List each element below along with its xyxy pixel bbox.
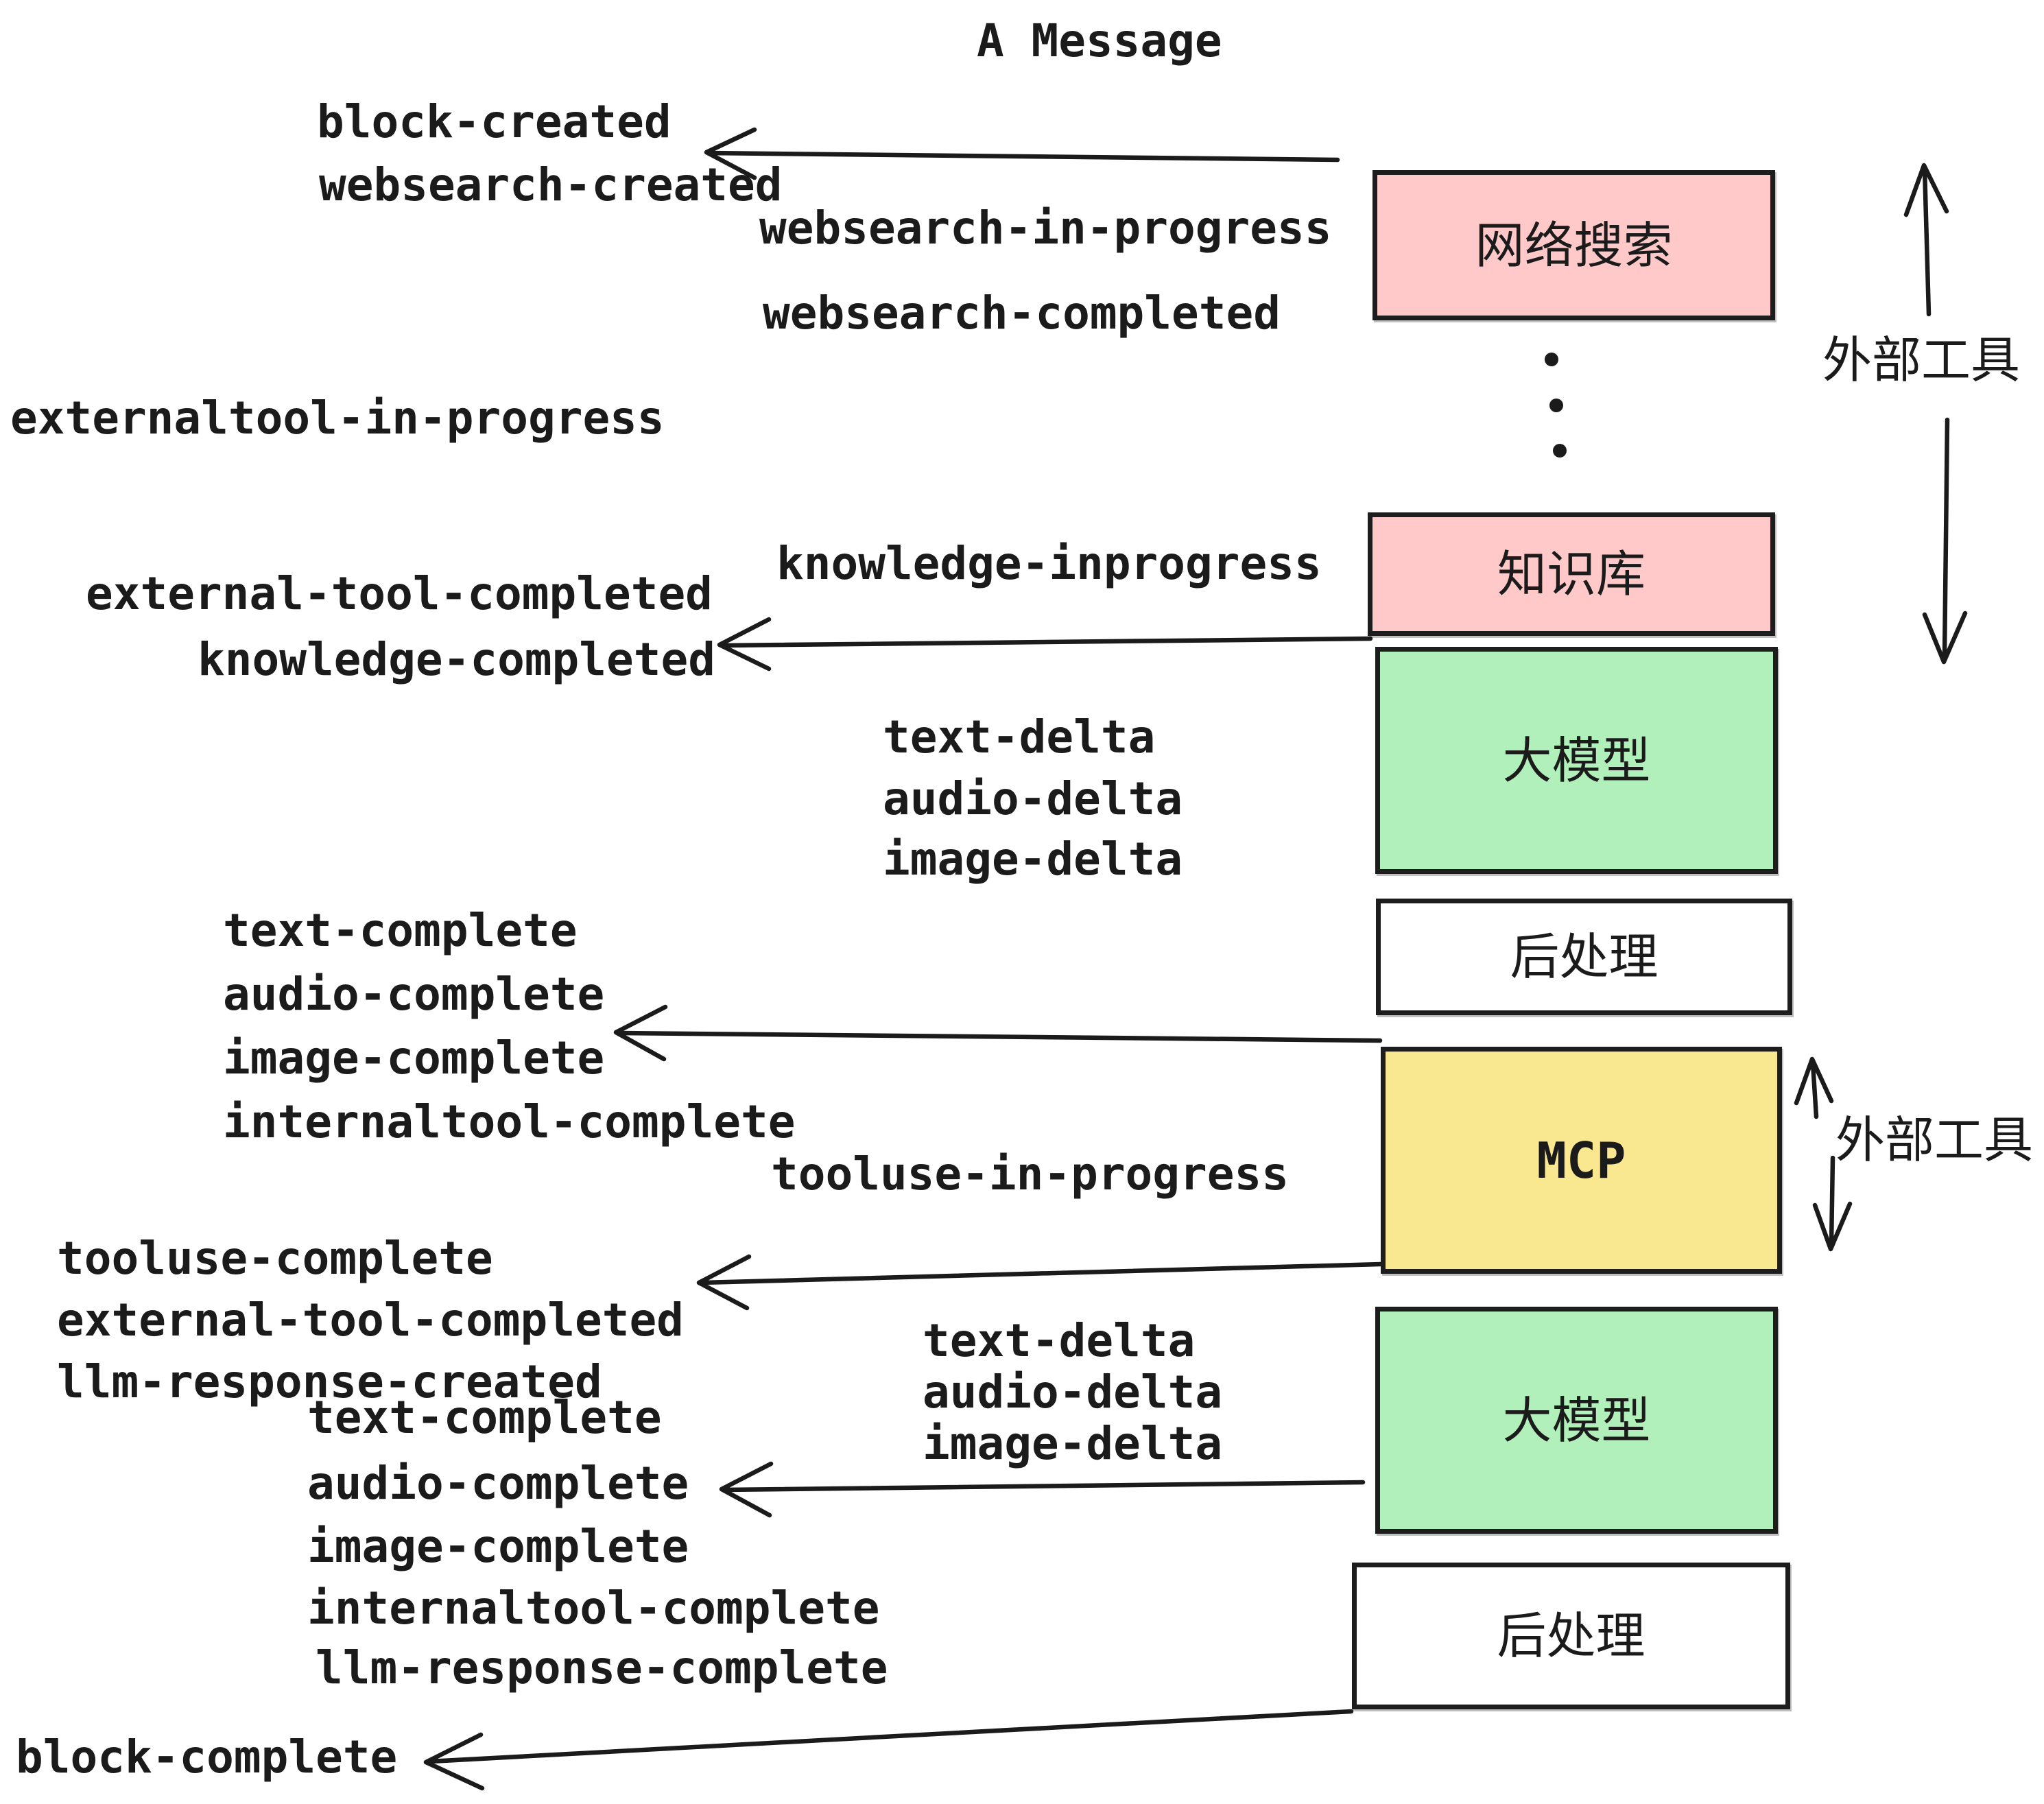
arrow-to-knowledge-completed bbox=[717, 617, 1373, 672]
event-llm-response-complete: llm-response-complete bbox=[316, 1641, 888, 1694]
mcp-box-label: MCP bbox=[1536, 1131, 1626, 1189]
event-text-delta-1: text-delta bbox=[883, 711, 1156, 763]
event-internaltool-complete-1: internaltool-complete bbox=[223, 1095, 796, 1148]
llm-box-2-label: 大模型 bbox=[1502, 1391, 1651, 1449]
external-tools-up-arrow-2 bbox=[1794, 1056, 1834, 1119]
websearch-box-label: 网络搜索 bbox=[1475, 216, 1673, 274]
event-internaltool-complete-2: internaltool-complete bbox=[307, 1582, 880, 1635]
arrow-to-external-tool-completed bbox=[696, 1254, 1383, 1311]
event-tooluse-in-progress: tooluse-in-progress bbox=[771, 1148, 1289, 1200]
event-websearch-created: websearch-created bbox=[319, 158, 783, 211]
event-image-complete-2: image-complete bbox=[307, 1520, 689, 1573]
arrow-to-block-complete bbox=[423, 1709, 1354, 1791]
event-block-created: block-created bbox=[317, 95, 672, 148]
dot-1 bbox=[1545, 353, 1558, 366]
event-tooluse-complete: tooluse-complete bbox=[57, 1232, 493, 1285]
event-knowledge-inprogress: knowledge-inprogress bbox=[776, 537, 1322, 590]
event-image-delta-2: image-delta bbox=[923, 1417, 1223, 1470]
diagram-title: A Message bbox=[977, 14, 1222, 67]
postprocess-box-2-label: 后处理 bbox=[1497, 1607, 1645, 1665]
event-text-complete-2: text-complete bbox=[307, 1391, 662, 1444]
external-tools-down-arrow-2 bbox=[1812, 1155, 1853, 1252]
event-audio-delta-2: audio-delta bbox=[923, 1366, 1223, 1419]
knowledge-box-label: 知识库 bbox=[1497, 545, 1645, 603]
event-image-complete-1: image-complete bbox=[223, 1032, 605, 1084]
llm-box-2: 大模型 bbox=[1375, 1307, 1778, 1534]
event-external-tool-completed-1: external-tool-completed bbox=[86, 567, 713, 620]
external-tools-down-arrow-1 bbox=[1922, 417, 1968, 665]
knowledge-box: 知识库 bbox=[1368, 512, 1775, 636]
event-websearch-completed: websearch-completed bbox=[763, 287, 1281, 340]
event-external-tool-completed-2: external-tool-completed bbox=[57, 1294, 684, 1346]
postprocess-box-2: 后处理 bbox=[1352, 1563, 1790, 1709]
dot-2 bbox=[1549, 399, 1563, 412]
postprocess-box-1-label: 后处理 bbox=[1510, 928, 1659, 986]
event-block-complete: block-complete bbox=[16, 1731, 398, 1783]
event-websearch-in-progress: websearch-in-progress bbox=[759, 202, 1332, 254]
arrow-to-image-complete bbox=[613, 1004, 1383, 1062]
event-audio-complete-2: audio-complete bbox=[307, 1457, 689, 1510]
websearch-box: 网络搜索 bbox=[1372, 170, 1775, 320]
llm-box-1: 大模型 bbox=[1375, 647, 1778, 874]
event-llm-response-created: llm-response-created bbox=[57, 1355, 602, 1408]
event-audio-delta-1: audio-delta bbox=[883, 772, 1183, 825]
ellipsis-dots bbox=[1545, 353, 1567, 458]
event-text-complete-1: text-complete bbox=[223, 904, 578, 957]
external-tools-up-arrow-1 bbox=[1903, 163, 1949, 317]
event-audio-complete-1: audio-complete bbox=[223, 968, 605, 1021]
event-image-delta-1: image-delta bbox=[883, 833, 1183, 886]
external-tools-label-mid: 外部工具 bbox=[1835, 1111, 2034, 1169]
event-knowledge-completed: knowledge-completed bbox=[198, 633, 715, 686]
arrow-to-block-created bbox=[704, 127, 1340, 180]
postprocess-box-1: 后处理 bbox=[1376, 899, 1792, 1015]
arrow-to-audio-complete bbox=[719, 1461, 1366, 1518]
mcp-box: MCP bbox=[1381, 1047, 1782, 1274]
external-tools-label-top: 外部工具 bbox=[1822, 331, 2021, 389]
llm-box-1-label: 大模型 bbox=[1502, 731, 1651, 790]
dot-3 bbox=[1553, 444, 1567, 458]
event-externaltool-in-progress: externaltool-in-progress bbox=[10, 392, 665, 444]
event-text-delta-2: text-delta bbox=[923, 1314, 1196, 1367]
